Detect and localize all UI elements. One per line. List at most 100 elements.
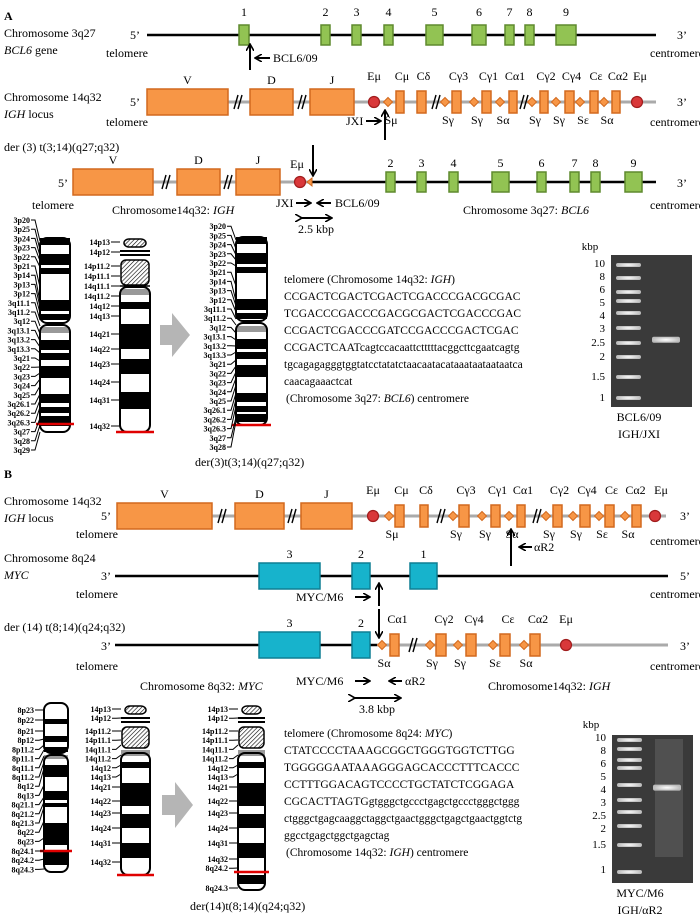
band-label: 3q21 (14, 354, 30, 363)
band-label: 8q21.2 (12, 810, 34, 819)
band-label: 3q22 (14, 363, 30, 372)
band-label: 3p25 (14, 225, 30, 234)
label-part: IGH (588, 679, 612, 693)
switch-label: Sε (596, 527, 608, 541)
band-tick (31, 378, 41, 387)
break-mark (408, 637, 414, 653)
chromosome-band (120, 289, 150, 295)
sample-band (653, 784, 681, 791)
chromosome-band (120, 359, 150, 374)
band-label: 3p13 (210, 287, 226, 296)
band-label: 3p21 (210, 268, 226, 277)
band-tick (227, 225, 237, 241)
constant-region (419, 504, 429, 528)
constant-label: Cε (589, 69, 602, 83)
ladder-band (617, 738, 642, 742)
band-label: 3q11.2 (204, 314, 226, 323)
three-prime: 3’ (101, 639, 111, 653)
break-mark (536, 508, 542, 524)
bcl6-exon (383, 24, 394, 46)
band-tick (227, 244, 237, 256)
ladder-band (616, 355, 641, 359)
switch-label: Sγ (479, 527, 492, 541)
enhancer-emu (630, 95, 644, 109)
chromosome-band (241, 705, 262, 715)
enhancer-label: Eμ (290, 157, 304, 171)
band-label: 3q26.2 (8, 409, 30, 418)
band-label: 14q32 (208, 855, 228, 864)
telomere-label: telomere (76, 659, 118, 673)
chromosome-band (124, 705, 147, 715)
constant-region (394, 504, 405, 528)
chromosome-band (238, 783, 265, 806)
chromosome-band (236, 365, 267, 377)
arrow-right-icon (162, 782, 193, 828)
bcl6-caption: Chromosome 3q27: BCL6 (463, 203, 589, 217)
band-label: 3q11.1 (8, 299, 30, 308)
band-label: 3q26.3 (8, 418, 30, 427)
switch-label: Sμ (385, 527, 398, 541)
constant-label: Eμ (654, 483, 668, 497)
constant-label: Cα2 (528, 612, 548, 626)
switch-region (452, 639, 464, 651)
switch-label: Sε (489, 656, 501, 670)
switch-region (383, 510, 395, 522)
myc-chromosome-title: Chromosome 8q24 (4, 551, 96, 565)
break-mark (297, 94, 303, 110)
band-tick (35, 858, 45, 861)
band-label: 3p14 (210, 277, 226, 286)
band-tick (31, 247, 41, 262)
switch-region (487, 639, 499, 651)
band-label: 8q24.1 (12, 847, 34, 856)
label-part: BCL6 (4, 43, 32, 57)
break-mark (223, 174, 229, 190)
constant-label: Cγ1 (488, 483, 507, 497)
band-label: 8q23 (18, 837, 34, 846)
enhancer-emu (367, 95, 381, 109)
chromosome-3-ideogram (39, 237, 71, 433)
switch-region (619, 510, 631, 522)
band-tick (227, 317, 237, 326)
band-label: 3p25 (210, 231, 226, 240)
band-tick (227, 290, 237, 307)
segment-label: J (256, 153, 261, 167)
band-label: 3q24 (14, 382, 30, 391)
exon-number: 4 (386, 5, 392, 19)
band-tick (31, 219, 41, 242)
chromosome-band (121, 762, 150, 768)
switch-region (526, 96, 538, 108)
band-tick (31, 311, 41, 327)
chromosome-band (44, 852, 68, 865)
band-tick (31, 339, 41, 348)
band-tick (31, 283, 41, 308)
ladder-size-label: 2 (601, 823, 607, 835)
igh-v-segment (116, 502, 213, 530)
band-tick (227, 280, 237, 302)
band-tick (31, 431, 41, 451)
derivative-caption: der(3)t(3;14)(q27;q32) (195, 455, 304, 469)
band-tick (227, 359, 237, 365)
switch-remnant (306, 176, 313, 188)
label-part: telomere (Chromosome 14q32: (284, 274, 431, 286)
band-label: 14q13 (208, 773, 228, 782)
band-tick (227, 365, 237, 374)
band-label: 14q12 (208, 764, 228, 773)
band-label: 8p12 (18, 736, 34, 745)
switch-region (447, 510, 459, 522)
five-prime: 5’ (101, 509, 111, 523)
constant-region (481, 90, 492, 114)
band-tick (31, 320, 41, 335)
bcl6-gene-label: BCL6 gene (4, 43, 58, 57)
switch-label: Sγ (543, 527, 556, 541)
band-label: 14q32 (91, 858, 111, 867)
band-label: 8q13 (18, 791, 34, 800)
derivative-caption: der(14)t(8;14)(q24;q32) (190, 899, 305, 913)
chromosome-band (236, 267, 267, 273)
band-label: 14q11.1 (84, 282, 110, 291)
bcl6-exon (320, 24, 331, 46)
ladder-size-label: 2.5 (592, 810, 606, 822)
band-tick (35, 806, 45, 824)
constant-region (458, 504, 470, 528)
chromosome-band (40, 300, 70, 311)
switch-label: Sγ (529, 113, 542, 127)
